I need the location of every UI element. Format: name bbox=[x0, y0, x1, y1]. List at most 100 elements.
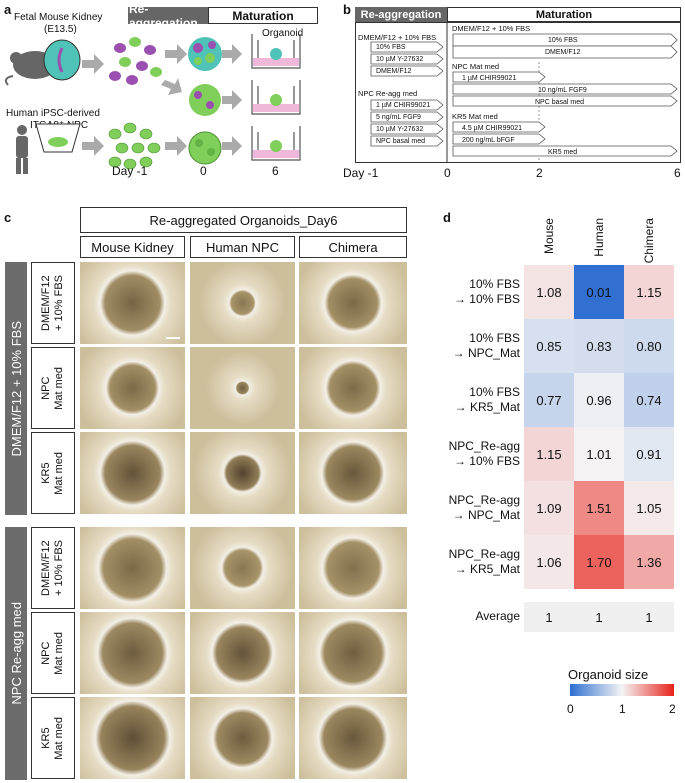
heatmap-row-label-2: 10% FBS→ KR5_Mat bbox=[454, 385, 520, 414]
legend-tick-2: 2 bbox=[669, 702, 676, 716]
heatmap-cell-r2-c2: 0.74 bbox=[624, 373, 674, 427]
flow-arrows bbox=[82, 44, 242, 156]
day-0-a: 0 bbox=[200, 164, 207, 178]
b-axis-day-2: 2 bbox=[536, 166, 543, 180]
heatmap-row-label-4: NPC_Re-agg→ NPC_Mat bbox=[448, 493, 520, 522]
micrograph-mouse-row5 bbox=[80, 697, 185, 779]
human-source-label: Human iPSC-derived bbox=[6, 108, 100, 119]
micrograph-mouse-row4 bbox=[80, 612, 185, 694]
b-axis-day-minus1: Day -1 bbox=[343, 166, 379, 180]
micrograph-mouse-row1 bbox=[80, 347, 185, 429]
heatmap-average-cell-0: 1 bbox=[524, 602, 574, 632]
heatmap-average-cell-1: 1 bbox=[574, 602, 624, 632]
panel-c-label: c bbox=[4, 210, 12, 225]
heatmap-cell-r4-c0: 1.09 bbox=[524, 481, 574, 535]
mouse-cells bbox=[109, 37, 162, 85]
heatmap-cell-r4-c1: 1.51 bbox=[574, 481, 624, 535]
b-cond2-item-0: 1 µM CHIR99021 bbox=[376, 102, 431, 109]
b-mat3-item-0: 4.5 µM CHIR99021 bbox=[462, 125, 523, 132]
human-cells bbox=[108, 122, 161, 170]
human-icon bbox=[16, 125, 28, 174]
heatmap-cell-r5-c2: 1.36 bbox=[624, 535, 674, 589]
kidney-icon bbox=[43, 39, 81, 81]
heatmap-row-label-1: 10% FBS→ NPC_Mat bbox=[452, 331, 520, 360]
heatmap-average-cell-2: 1 bbox=[624, 602, 674, 632]
heatmap-cell-r2-c1: 0.96 bbox=[574, 373, 624, 427]
heatmap-row-label-5: NPC_Re-agg→ KR5_Mat bbox=[448, 547, 520, 576]
dish-icon bbox=[35, 123, 81, 153]
b-cond2-item-3: NPC basal med bbox=[376, 138, 426, 145]
legend-tick-0: 0 bbox=[567, 702, 574, 716]
micrograph-human-row0 bbox=[190, 262, 295, 344]
c-group2-label: NPC Re-agg med bbox=[8, 602, 24, 705]
heatmap-cell-r0-c2: 1.15 bbox=[624, 265, 674, 319]
mouse-stage-label: (E13.5) bbox=[44, 24, 77, 35]
b-cond2-item-1: 5 ng/mL FGF9 bbox=[376, 114, 421, 121]
heatmap-col-label-2: Chimera bbox=[642, 218, 656, 264]
heatmap-cell-r0-c0: 1.08 bbox=[524, 265, 574, 319]
legend-colorbar bbox=[570, 684, 674, 696]
heatmap-col-label-0: Mouse bbox=[542, 218, 556, 255]
b-cond1-item-2: DMEM/F12 bbox=[376, 68, 412, 75]
b-mat-box: Maturation bbox=[447, 7, 681, 22]
c-row-label-text: DMEM/F12+ 10% FBS bbox=[40, 275, 65, 331]
b-mat2-name: NPC Mat med bbox=[452, 62, 500, 71]
micrograph-chimera-row5 bbox=[299, 697, 407, 779]
micrograph-human-row2 bbox=[190, 432, 295, 514]
b-cond1-name: DMEM/F12 + 10% FBS bbox=[358, 33, 437, 42]
c-col-mouse: Mouse Kidney bbox=[80, 236, 185, 258]
panel-a-schematic bbox=[4, 34, 301, 174]
organoid-label: Organoid bbox=[262, 28, 304, 39]
mouse-source-label: Fetal Mouse Kidney bbox=[14, 12, 103, 23]
heatmap-cell-r3-c2: 0.91 bbox=[624, 427, 674, 481]
b-cond1-item-0: 10% FBS bbox=[376, 44, 406, 51]
b-mat1-item-1: DMEM/F12 bbox=[545, 49, 581, 56]
heatmap-cell-r4-c2: 1.05 bbox=[624, 481, 674, 535]
b-mat3-item-2: KR5 med bbox=[548, 149, 578, 156]
b-axis-day-0: 0 bbox=[444, 166, 451, 180]
b-mat2-item-2: NPC basal med bbox=[535, 99, 585, 106]
panel-b-label: b bbox=[343, 2, 351, 17]
panel-d-label: d bbox=[443, 210, 451, 225]
micrograph-human-row1 bbox=[190, 347, 295, 429]
legend-tick-1: 1 bbox=[619, 702, 626, 716]
day-6-a: 6 bbox=[272, 164, 279, 178]
c-row-label-text: DMEM/F12+ 10% FBS bbox=[40, 540, 65, 596]
scale-bar bbox=[166, 337, 180, 339]
heatmap-cell-r0-c1: 0.01 bbox=[574, 265, 624, 319]
aggregate-mouse bbox=[188, 37, 222, 71]
heatmap-cell-r1-c1: 0.83 bbox=[574, 319, 624, 373]
aggregate-chimera bbox=[189, 84, 221, 116]
c-row-label-0: DMEM/F12+ 10% FBS bbox=[31, 262, 75, 344]
micrograph-chimera-row2 bbox=[299, 432, 407, 514]
micrograph-mouse-row0 bbox=[80, 262, 185, 344]
heatmap-cell-r1-c0: 0.85 bbox=[524, 319, 574, 373]
c-col-chimera: Chimera bbox=[299, 236, 407, 258]
heatmap-average-label: Average bbox=[475, 609, 520, 623]
b-mat1-item-0: 10% FBS bbox=[548, 37, 578, 44]
b-cond2-item-2: 10 µM Y-27632 bbox=[376, 126, 424, 133]
legend-title: Organoid size bbox=[568, 667, 649, 682]
b-axis-day-6: 6 bbox=[674, 166, 681, 180]
b-mat2-item-0: 1 µM CHIR99021 bbox=[462, 75, 517, 82]
heatmap-row-label-3: NPC_Re-agg→ 10% FBS bbox=[448, 439, 520, 468]
heatmap-cell-r1-c2: 0.80 bbox=[624, 319, 674, 373]
heatmap-col-label-1: Human bbox=[592, 218, 606, 257]
heatmap-row-label-0: 10% FBS→ 10% FBS bbox=[453, 277, 520, 306]
micrograph-chimera-row1 bbox=[299, 347, 407, 429]
heatmap-cell-r3-c0: 1.15 bbox=[524, 427, 574, 481]
micrograph-human-row3 bbox=[190, 527, 295, 609]
panel-b-protocol bbox=[355, 22, 681, 163]
b-mat2-item-1: 10 ng/mL FGF9 bbox=[538, 87, 587, 94]
micrograph-mouse-row3 bbox=[80, 527, 185, 609]
b-mat3-item-1: 200 ng/mL bFGF bbox=[462, 137, 515, 144]
day-minus1-a: Day -1 bbox=[112, 164, 148, 178]
c-group1-bar: DMEM/F12 + 10% FBS bbox=[5, 262, 27, 515]
